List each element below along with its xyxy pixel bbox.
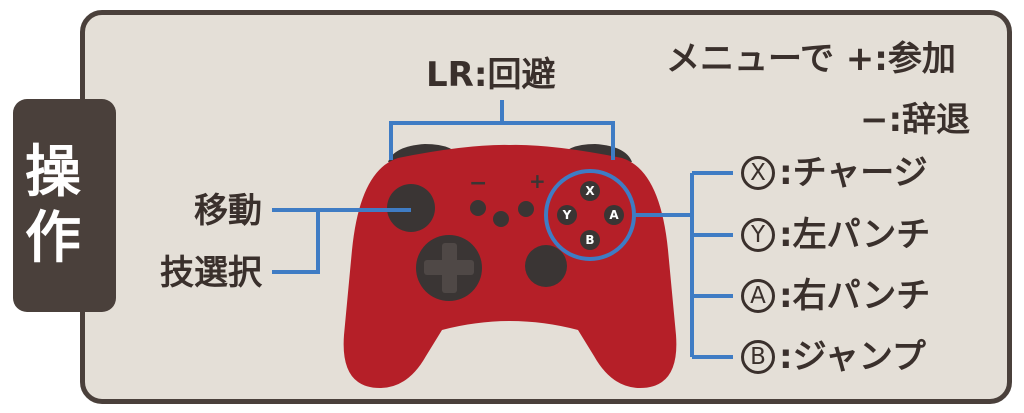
y-circle-icon: Y	[741, 218, 775, 252]
section-title: 操作	[13, 112, 93, 300]
skill-select-label: 技選択	[160, 253, 262, 293]
x-action-text: :チャージ	[779, 153, 928, 193]
home-button	[493, 211, 509, 227]
b-button	[580, 230, 600, 250]
menu-decline-label: −:辞退	[860, 100, 971, 140]
y-action-row: Y :左パンチ	[741, 218, 930, 252]
menu-join-label: メニューで +:参加	[666, 39, 956, 79]
x-circle-icon: X	[741, 156, 775, 190]
controller-body	[343, 144, 677, 388]
x-action-row: X :チャージ	[741, 156, 928, 190]
b-action-text: :ジャンプ	[779, 337, 926, 377]
lr-dodge-label: LR:回避	[426, 55, 556, 95]
minus-mark: −	[469, 171, 487, 196]
section-title-text: 操作	[25, 140, 81, 272]
y-button	[557, 205, 577, 225]
section-tab	[13, 99, 116, 312]
skill-callout-line	[272, 210, 320, 274]
section-title-char: 操	[25, 140, 81, 205]
y-action-text: :左パンチ	[779, 215, 931, 255]
y-button-label: Y	[562, 208, 572, 222]
right-stick	[525, 245, 567, 287]
b-action-row: B :ジャンプ	[741, 340, 926, 374]
minus-small-button	[470, 200, 486, 216]
dpad-horizontal	[424, 260, 474, 275]
section-title-char: 作	[25, 206, 81, 271]
plus-mark: +	[529, 169, 546, 193]
x-button-label: X	[585, 184, 595, 198]
x-button	[580, 181, 600, 201]
a-action-text: :右パンチ	[779, 276, 931, 316]
a-button	[604, 205, 624, 225]
a-action-row: A :右パンチ	[741, 279, 930, 313]
b-button-label: B	[585, 233, 594, 247]
b-circle-icon: B	[741, 340, 775, 374]
a-button-label: A	[609, 208, 619, 222]
a-circle-icon: A	[741, 279, 775, 313]
move-label: 移動	[194, 191, 262, 231]
plus-small-button	[518, 201, 534, 217]
